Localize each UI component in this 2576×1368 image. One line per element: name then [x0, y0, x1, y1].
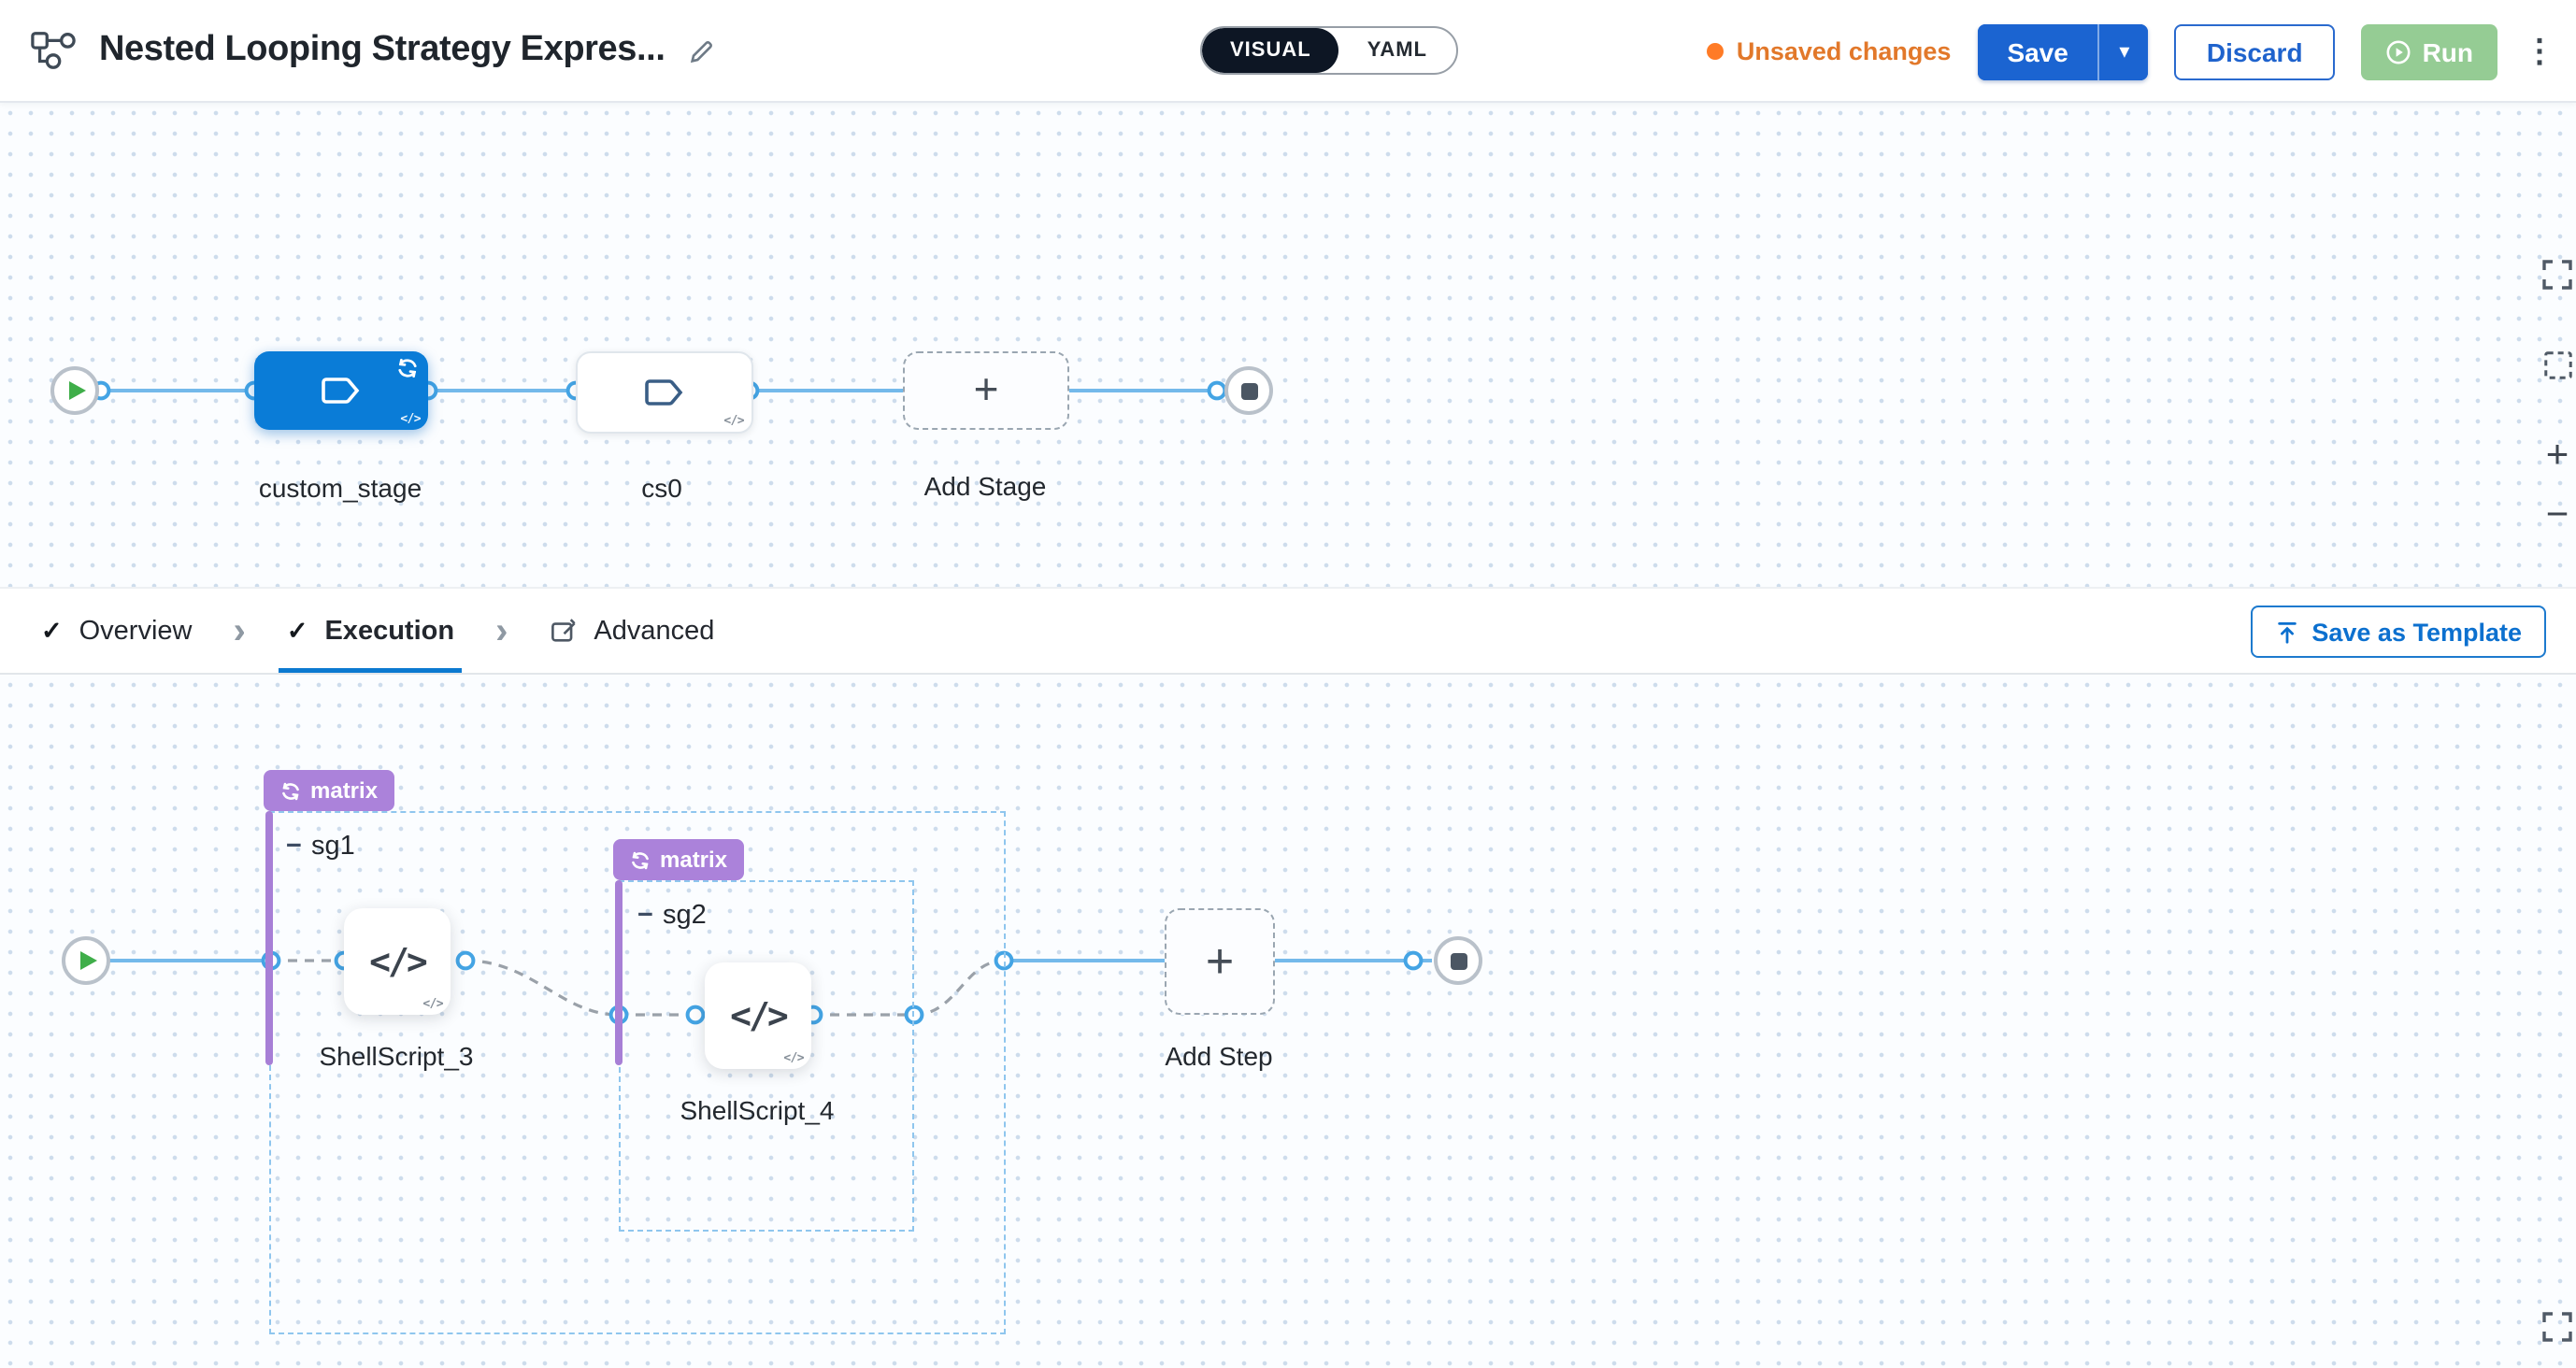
- step-node-shellscript-4[interactable]: </> </>: [705, 962, 811, 1069]
- collapse-toggle-icon[interactable]: −: [286, 832, 302, 862]
- stage-canvas: </> custom_stage </> cs0 + Add Stage: [0, 103, 2576, 587]
- tab-label: Overview: [79, 616, 193, 646]
- code-badge-icon: </>: [422, 996, 443, 1011]
- loop-icon: [632, 850, 649, 869]
- zoom-out-icon: −: [2545, 492, 2569, 535]
- zoom-in-icon: +: [2545, 433, 2569, 476]
- matrix-strategy-tag-sg2[interactable]: matrix: [613, 839, 745, 880]
- execution-end-node: [1434, 936, 1482, 985]
- group-header-sg1: − sg1: [286, 832, 355, 862]
- edit-title-icon[interactable]: [688, 36, 716, 64]
- group-name: sg2: [662, 901, 707, 931]
- tab-label: Advanced: [594, 616, 715, 646]
- code-badge-icon: </>: [400, 411, 421, 426]
- tab-overview[interactable]: ✓ Overview: [34, 589, 200, 673]
- shell-script-icon: </>: [369, 941, 428, 982]
- stage-node-custom-stage[interactable]: </>: [254, 351, 428, 430]
- tab-label: Execution: [324, 616, 455, 646]
- add-stage-node[interactable]: +: [903, 351, 1069, 430]
- code-badge-icon: </>: [723, 413, 744, 428]
- stage-node-cs0[interactable]: </>: [576, 351, 753, 434]
- header-actions: Unsaved changes Save ▾ Discard Run ⋮: [1706, 0, 2555, 103]
- save-dropdown-button[interactable]: ▾: [2097, 23, 2149, 79]
- fullscreen-button[interactable]: [2535, 252, 2576, 297]
- stage-connector-lines: [75, 380, 1230, 401]
- shell-script-icon: </>: [730, 995, 789, 1036]
- chevron-right-icon: ›: [495, 610, 508, 651]
- visual-yaml-toggle: VISUAL YAML: [1200, 26, 1457, 75]
- save-button[interactable]: Save: [1977, 23, 2098, 79]
- stage-icon: [644, 379, 682, 406]
- step-node-shellscript-3[interactable]: </> </>: [344, 908, 451, 1015]
- check-icon: ✓: [41, 616, 63, 644]
- pipeline-title: Nested Looping Strategy Expres...: [99, 30, 665, 69]
- unsaved-changes-status: Unsaved changes: [1706, 37, 1952, 65]
- zoom-in-button[interactable]: +: [2535, 432, 2576, 477]
- collapse-toggle-icon[interactable]: −: [637, 901, 653, 931]
- plus-icon: +: [973, 363, 999, 412]
- add-step-label: Add Step: [1165, 1041, 1273, 1071]
- code-badge-icon: </>: [783, 1050, 804, 1065]
- run-button[interactable]: Run: [2360, 23, 2497, 79]
- chevron-right-icon: ›: [233, 610, 246, 651]
- run-play-icon: [2386, 39, 2411, 64]
- toggle-visual[interactable]: VISUAL: [1202, 28, 1339, 73]
- play-icon: [69, 381, 86, 400]
- step-label-shellscript-3: ShellScript_3: [319, 1041, 474, 1071]
- pipeline-icon: [30, 30, 77, 71]
- unsaved-dot-icon: [1706, 43, 1724, 60]
- pipeline-start-node: [50, 366, 99, 415]
- advanced-tab-icon: [551, 619, 575, 642]
- looping-strategy-icon: [396, 357, 419, 379]
- tab-advanced[interactable]: Advanced: [541, 589, 722, 673]
- header-bar: Nested Looping Strategy Expres... VISUAL…: [0, 0, 2576, 103]
- stop-icon: [1240, 382, 1257, 399]
- stop-icon: [1450, 952, 1467, 969]
- unsaved-label: Unsaved changes: [1736, 37, 1952, 65]
- pipeline-end-node: [1224, 366, 1273, 415]
- matrix-group-bar: [615, 880, 623, 1065]
- discard-button[interactable]: Discard: [2174, 23, 2335, 79]
- upload-icon: [2277, 620, 2297, 643]
- group-header-sg2: − sg2: [637, 901, 707, 931]
- play-icon: [80, 951, 97, 970]
- check-icon: ✓: [286, 616, 308, 644]
- stage-label-custom-stage: custom_stage: [258, 473, 422, 503]
- marquee-icon: [2543, 350, 2571, 378]
- group-name: sg1: [310, 832, 355, 862]
- matrix-strategy-tag-sg1[interactable]: matrix: [264, 770, 395, 811]
- execution-fullscreen-button[interactable]: [2535, 1304, 2576, 1349]
- add-step-node[interactable]: +: [1165, 908, 1275, 1015]
- matrix-tag-label: matrix: [310, 777, 379, 804]
- loop-icon: [282, 781, 299, 800]
- expand-icon: [2542, 260, 2572, 290]
- save-as-template-button[interactable]: Save as Template: [2250, 606, 2546, 658]
- matrix-group-bar: [265, 811, 273, 1065]
- step-label-shellscript-4: ShellScript_4: [680, 1095, 835, 1125]
- save-button-group: Save ▾: [1977, 23, 2149, 79]
- tab-execution[interactable]: ✓ Execution: [279, 589, 462, 673]
- chevron-down-icon: ▾: [2119, 41, 2130, 64]
- custom-stage-icon: [321, 378, 359, 404]
- toggle-yaml[interactable]: YAML: [1367, 39, 1427, 62]
- matrix-group-sg1: [269, 811, 1006, 1334]
- execution-canvas: matrix − sg1 matrix − sg2 </> </> ShellS…: [0, 675, 2576, 1368]
- marquee-select-button[interactable]: [2535, 342, 2576, 387]
- kebab-menu-icon[interactable]: ⋮: [2524, 34, 2555, 69]
- plus-icon: +: [1205, 932, 1235, 988]
- stage-label-cs0: cs0: [641, 473, 682, 503]
- zoom-out-button[interactable]: −: [2535, 492, 2576, 536]
- execution-start-node: [62, 936, 110, 985]
- add-stage-label: Add Stage: [923, 471, 1047, 501]
- expand-icon: [2542, 1312, 2572, 1342]
- stage-tab-bar: ✓ Overview › ✓ Execution › Advanced Save…: [0, 587, 2576, 675]
- matrix-tag-label: matrix: [660, 847, 728, 873]
